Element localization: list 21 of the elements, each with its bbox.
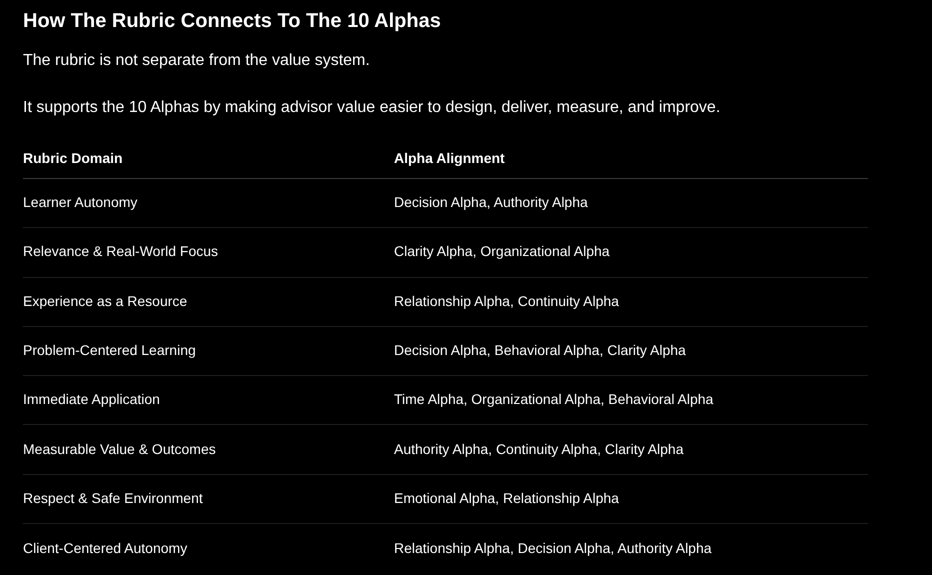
table-cell-text: Relationship Alpha, Decision Alpha, Authority Alpha	[394, 540, 712, 556]
table-cell-text: Decision Alpha, Authority Alpha	[394, 194, 588, 210]
table-cell-text: Time Alpha, Organizational Alpha, Behavioral Alpha	[394, 391, 714, 408]
table-cell-text: Emotional Alpha, Relationship Alpha	[394, 490, 619, 506]
table-cell-text: Immediate Application	[23, 391, 160, 408]
column-header: Alpha Alignment	[394, 150, 505, 166]
table-cell-text: Experience as a Resource	[23, 292, 188, 309]
table-cell-text: Authority Alpha, Continuity Alpha, Clarity Alpha	[394, 440, 684, 457]
table-cell-text: Clarity Alpha, Organizational Alpha	[394, 243, 610, 260]
table-cell-text: Measurable Value & Outcomes	[23, 440, 216, 457]
table-cell-text: Relationship Alpha, Continuity Alpha	[394, 292, 619, 309]
heading: How The Rubric Connects To The 10 Alphas	[23, 9, 441, 34]
table-cell-text: Problem-Centered Learning	[23, 342, 196, 358]
table-cell-text: Client-Centered Autonomy	[23, 540, 188, 556]
column-header: Rubric Domain	[23, 150, 123, 166]
paragraph: It supports the 10 Alphas by making advisor value easier to design, deliver, measure, and improve.	[23, 98, 720, 118]
table-cell-text: Relevance & Real-World Focus	[23, 243, 218, 260]
table-cell-text: Respect & Safe Environment	[23, 490, 203, 506]
table-cell-text: Learner Autonomy	[23, 194, 138, 210]
paragraph: The rubric is not separate from the value system.	[23, 51, 370, 71]
table-cell-text: Decision Alpha, Behavioral Alpha, Clarity Alpha	[394, 342, 686, 358]
